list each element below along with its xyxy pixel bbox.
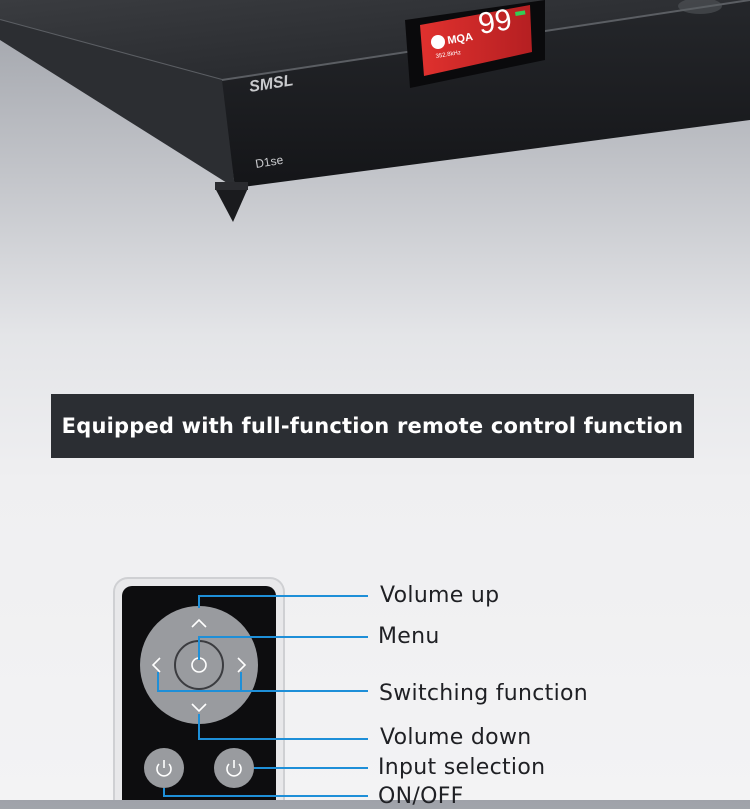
callout-volume-up: Volume up	[380, 583, 500, 608]
chassis-foot	[215, 188, 248, 222]
remote-control-diagram	[113, 577, 368, 800]
chassis-top	[0, 0, 750, 82]
chevron-left-icon[interactable]	[151, 657, 161, 673]
callout-menu: Menu	[378, 624, 440, 649]
brand-logo: SMSL	[248, 72, 295, 96]
dpad-ring[interactable]	[140, 606, 258, 724]
callout-volume-down: Volume down	[380, 725, 532, 750]
power-icon	[226, 760, 242, 777]
feature-banner: Equipped with full-function remote contr…	[51, 394, 694, 458]
display-mqa-text: MQA	[447, 31, 474, 47]
display-rate-text: 352.8kHz	[435, 50, 461, 60]
power-icon	[156, 760, 172, 777]
model-label: D1se	[254, 153, 284, 171]
chassis-front	[220, 0, 750, 188]
display-volume-text: 99	[476, 3, 514, 41]
banner-title: Equipped with full-function remote contr…	[61, 414, 684, 438]
callout-lines	[157, 595, 368, 797]
chevron-down-icon[interactable]	[191, 703, 207, 713]
callout-switching-function: Switching function	[379, 681, 589, 706]
chevron-right-icon[interactable]	[237, 657, 247, 673]
dac-device-image: MQA 99 352.8kHz SMSL D1se	[0, 0, 750, 222]
callout-input-selection: Input selection	[378, 755, 546, 780]
callout-onoff: ON/OFF	[378, 784, 464, 809]
chevron-up-icon[interactable]	[191, 618, 207, 628]
